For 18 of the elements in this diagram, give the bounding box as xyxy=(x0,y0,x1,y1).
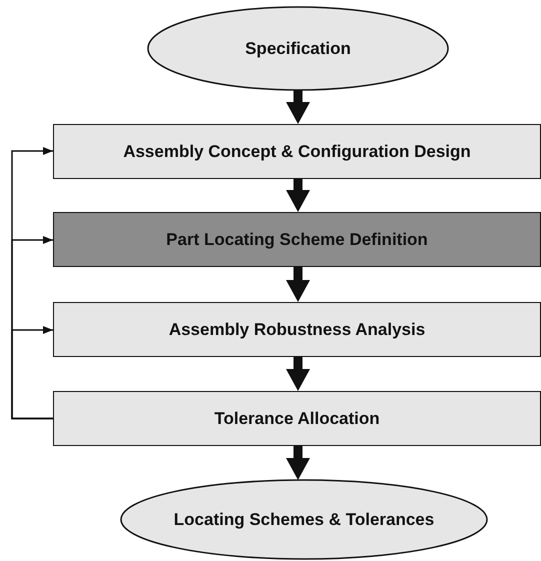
arrow xyxy=(11,326,53,420)
process-box xyxy=(53,124,541,179)
arrow xyxy=(286,446,310,480)
node-label: Specification xyxy=(245,38,351,58)
arrow xyxy=(286,357,310,391)
arrow xyxy=(286,179,310,212)
arrow xyxy=(286,90,310,124)
node-label: Locating Schemes & Tolerances xyxy=(174,510,434,530)
process-box xyxy=(53,391,541,446)
arrow xyxy=(286,267,310,302)
node-label: Part Locating Scheme Definition xyxy=(166,230,428,250)
process-box xyxy=(53,212,541,267)
node-label: Tolerance Allocation xyxy=(214,408,380,428)
terminal-ellipse xyxy=(120,479,488,560)
terminal-ellipse xyxy=(147,6,449,91)
process-box xyxy=(53,302,541,357)
node-label: Assembly Concept & Configuration Design xyxy=(123,142,471,162)
node-label: Assembly Robustness Analysis xyxy=(168,320,426,340)
